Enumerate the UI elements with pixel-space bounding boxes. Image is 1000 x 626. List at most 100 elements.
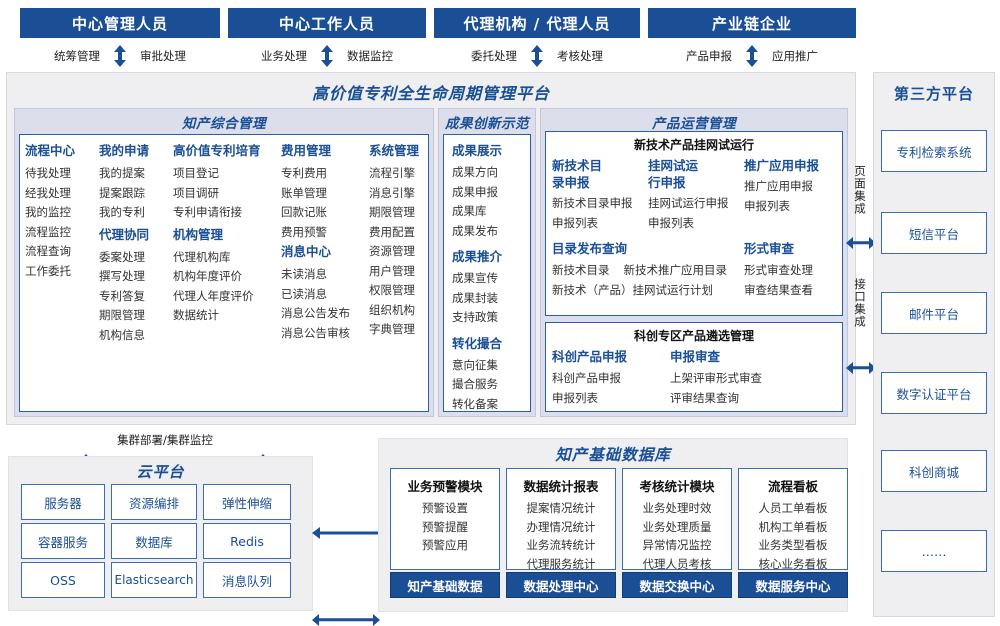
third-party-item-email[interactable]: 邮件平台 <box>881 292 987 334</box>
menu-item[interactable]: 账单管理 <box>281 185 327 200</box>
menu-item[interactable]: 成果申报 <box>452 184 498 199</box>
menu-item[interactable]: 挂网试运行申报 <box>648 196 729 210</box>
menu-item[interactable]: 我的专利 <box>99 205 145 219</box>
group-head[interactable]: 科创产品申报 <box>552 349 628 364</box>
group-head[interactable]: 目录发布查询 <box>552 241 628 256</box>
menu-item[interactable]: 组织机构 <box>369 302 415 317</box>
menu-item[interactable]: 形式审查处理 <box>744 263 813 277</box>
group-head[interactable]: 转化撮合 <box>452 335 503 351</box>
cloud-cell-mq[interactable]: 消息队列 <box>203 562 291 598</box>
menu-item[interactable]: 资源管理 <box>369 244 415 258</box>
menu-item[interactable]: 申报列表 <box>552 215 598 230</box>
column-head[interactable]: 流程看板 <box>767 479 818 494</box>
menu-item[interactable]: 期限管理 <box>369 205 415 219</box>
cloud-cell-autoscale[interactable]: 弹性伸缩 <box>203 484 291 520</box>
menu-item[interactable]: 推广应用申报 <box>744 179 813 193</box>
group-head[interactable]: 我的申请 <box>99 143 150 158</box>
menu-item[interactable]: 申报列表 <box>552 390 598 405</box>
group-head[interactable]: 成果推介 <box>452 249 503 264</box>
group-head[interactable]: 申报审查 <box>670 349 721 364</box>
menu-item[interactable]: 代理人员考核 <box>642 556 712 571</box>
menu-item[interactable]: 代理机构库 <box>173 249 231 264</box>
menu-item[interactable]: 专利费用 <box>281 166 327 180</box>
menu-item[interactable]: 撰写处理 <box>99 269 145 283</box>
column-head[interactable]: 业务预警模块 <box>407 479 483 494</box>
group-head[interactable]: 形式审查 <box>744 241 795 256</box>
group-head[interactable]: 消息中心 <box>281 244 332 259</box>
role-bar-center-admin[interactable]: 中心管理人员 <box>20 8 220 38</box>
db-footer-processing-center[interactable]: 数据处理中心 <box>506 572 616 598</box>
role-bar-center-staff[interactable]: 中心工作人员 <box>228 8 426 38</box>
group-head[interactable]: 成果展示 <box>452 143 503 158</box>
menu-item[interactable]: 成果发布 <box>452 223 498 238</box>
menu-item[interactable]: 审查结果查看 <box>744 282 813 297</box>
cloud-cell-redis[interactable]: Redis <box>203 523 291 559</box>
menu-item[interactable]: 业务处理质量 <box>642 519 712 534</box>
menu-item[interactable]: 申报列表 <box>648 215 694 230</box>
menu-item[interactable]: 业务类型看板 <box>758 538 828 552</box>
group-head[interactable]: 系统管理 <box>369 143 420 158</box>
menu-item[interactable]: 期限管理 <box>99 308 145 322</box>
cloud-cell-oss[interactable]: OSS <box>21 562 105 598</box>
menu-item[interactable]: 流程查询 <box>25 244 71 258</box>
column-head[interactable]: 考核统计模块 <box>639 479 715 494</box>
menu-item[interactable]: 核心业务看板 <box>758 556 828 571</box>
menu-item[interactable]: 费用配置 <box>369 224 415 239</box>
menu-item[interactable]: 消息公告发布 <box>281 306 350 320</box>
menu-item[interactable]: 数据统计 <box>173 308 219 322</box>
third-party-item-digital-cert[interactable]: 数字认证平台 <box>881 372 987 414</box>
menu-item[interactable]: 提案跟踪 <box>99 185 145 200</box>
menu-item[interactable]: 消息公告审核 <box>281 325 350 340</box>
role-bar-agency[interactable]: 代理机构 / 代理人员 <box>434 8 640 38</box>
menu-item[interactable]: 科创产品申报 <box>552 371 621 385</box>
menu-item[interactable]: 申报列表 <box>744 198 790 213</box>
third-party-item-sms[interactable]: 短信平台 <box>881 212 987 254</box>
menu-item[interactable]: 回款记账 <box>281 205 327 219</box>
menu-item[interactable]: 工作委托 <box>25 263 71 278</box>
menu-item[interactable]: 我的提案 <box>99 166 145 180</box>
menu-item[interactable]: 流程监控 <box>25 224 71 239</box>
menu-item[interactable]: 预警设置 <box>422 501 468 515</box>
menu-item[interactable]: 未读消息 <box>281 267 327 281</box>
menu-item[interactable]: 转化备案 <box>452 396 498 411</box>
menu-item[interactable]: 费用预警 <box>281 224 327 239</box>
menu-item[interactable]: 业务处理时效 <box>642 501 712 515</box>
menu-item[interactable]: 代理服务统计 <box>526 556 596 571</box>
menu-item[interactable]: 机构信息 <box>99 327 145 342</box>
column-head[interactable]: 数据统计报表 <box>523 479 599 494</box>
menu-item[interactable]: 预警提醒 <box>422 519 468 534</box>
menu-item[interactable]: 专利答复 <box>99 288 145 303</box>
menu-item[interactable]: 字典管理 <box>369 322 415 336</box>
menu-item[interactable]: 评审结果查询 <box>670 390 739 405</box>
group-head[interactable]: 费用管理 <box>281 143 332 158</box>
menu-item[interactable]: 机构工单看板 <box>758 519 828 534</box>
menu-item[interactable]: 流程引擎 <box>369 166 415 180</box>
menu-item[interactable]: 新技术（产品）挂网试运行计划 <box>552 282 713 297</box>
menu-item[interactable]: 新技术目录 <box>552 263 610 277</box>
menu-item[interactable]: 上架评审形式审查 <box>670 371 762 385</box>
cloud-cell-orchestration[interactable]: 资源编排 <box>111 484 197 520</box>
menu-item[interactable]: 委案处理 <box>99 249 145 264</box>
menu-item[interactable]: 撮合服务 <box>452 377 498 391</box>
menu-item[interactable]: 业务流转统计 <box>526 538 596 552</box>
menu-item[interactable]: 专利申请衔接 <box>173 205 242 219</box>
menu-item[interactable]: 待我处理 <box>25 166 71 180</box>
cloud-cell-container[interactable]: 容器服务 <box>21 523 105 559</box>
menu-item[interactable]: 项目调研 <box>173 185 219 200</box>
menu-item[interactable]: 权限管理 <box>369 283 415 297</box>
cloud-cell-database[interactable]: 数据库 <box>111 523 197 559</box>
menu-item[interactable]: 我的监控 <box>25 205 71 219</box>
group-head[interactable]: 推广应用申报 <box>744 158 820 173</box>
db-footer-exchange-center[interactable]: 数据交换中心 <box>622 572 732 598</box>
menu-item[interactable]: 消息引擎 <box>369 185 415 200</box>
db-footer-base-data[interactable]: 知产基础数据 <box>390 572 500 598</box>
db-footer-service-center[interactable]: 数据服务中心 <box>738 572 848 598</box>
menu-item[interactable]: 代理人年度评价 <box>173 288 254 303</box>
menu-item[interactable]: 成果宣传 <box>452 271 498 285</box>
menu-item[interactable]: 用户管理 <box>369 263 415 278</box>
menu-item[interactable]: 成果方向 <box>452 165 498 179</box>
menu-item[interactable]: 人员工单看板 <box>758 501 828 515</box>
menu-item[interactable]: 支持政策 <box>452 310 498 324</box>
menu-item[interactable]: 机构年度评价 <box>173 269 242 283</box>
cloud-cell-elasticsearch[interactable]: Elasticsearch <box>111 562 197 598</box>
